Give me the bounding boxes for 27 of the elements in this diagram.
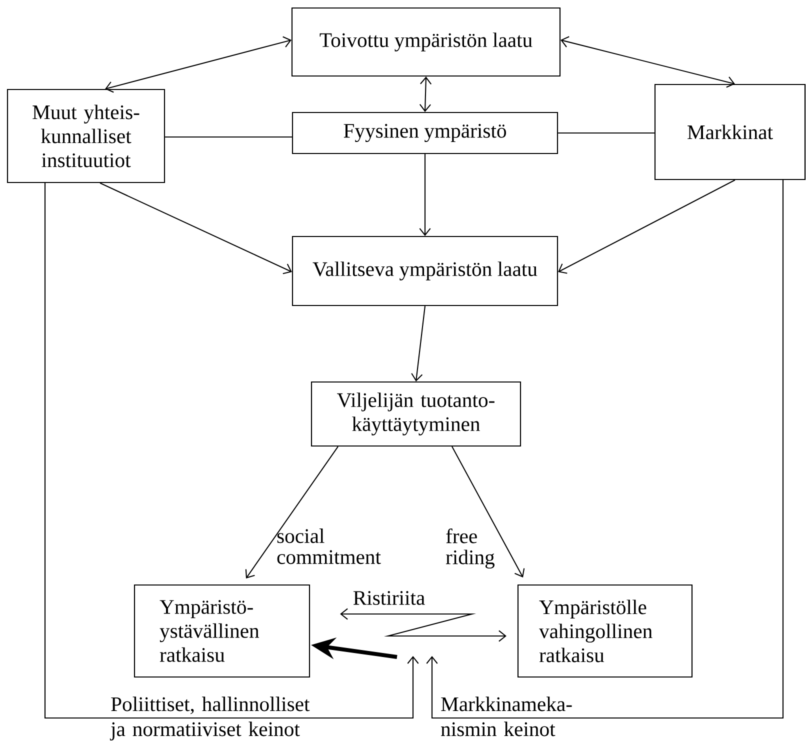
arrow: [105, 36, 292, 93]
connector-line: [165, 136, 292, 138]
process-box: Markkinat: [654, 84, 806, 180]
edge-label: social commitment: [277, 528, 381, 564]
arrow: [100, 182, 292, 274]
arrow: [419, 76, 432, 112]
arrow: [426, 180, 784, 719]
edge-label: Poliittiset, hallinnolliset ja normatiiviset keinot: [110, 696, 310, 740]
arrow: [44, 183, 419, 719]
edge-label: Markkinameka-nismin keinot: [441, 696, 572, 736]
process-box: Vallitseva ympäristön laatu: [292, 236, 558, 306]
arrow: [340, 608, 506, 642]
arrow: [419, 154, 431, 236]
arrow: [245, 446, 338, 578]
connector-line: [558, 132, 654, 134]
arrow: [558, 180, 736, 274]
process-box: Viljelijän tuotanto-käyttäytyminen: [310, 381, 522, 447]
process-box: Ympäristölle vahingollinen ratkaisu: [517, 584, 693, 678]
process-box: Muut yhteis-kunnalliset instituutiot: [6, 88, 166, 184]
process-box: Ympäristö-ystävällinen ratkaisu: [134, 584, 310, 678]
arrow: [452, 446, 525, 578]
process-box: Fyysinen ympäristö: [292, 112, 558, 154]
process-box: Toivottu ympäristön laatu: [291, 7, 561, 77]
edge-label: free riding: [446, 528, 494, 569]
edge-label: Ristiriita: [353, 591, 425, 605]
arrow: [411, 306, 426, 382]
arrow: [560, 36, 735, 88]
